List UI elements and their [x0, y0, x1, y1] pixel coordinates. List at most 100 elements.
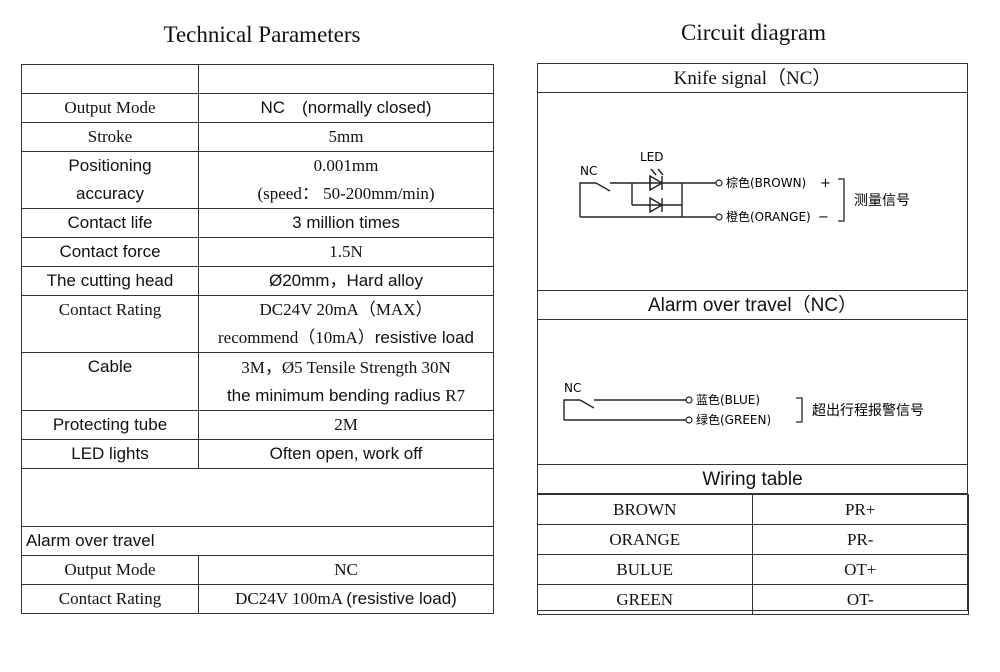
cable-value-line2: the minimum bending radius R7 [203, 382, 489, 410]
led-label: LED [640, 150, 664, 164]
technical-parameters-title: Technical Parameters [163, 22, 361, 47]
cable-label: Cable [21, 352, 199, 411]
protection-diode [649, 196, 664, 214]
technical-parameters-table: Output Mode NC (normally closed) Stroke … [21, 64, 494, 614]
table-row: The cutting head Ø20mm，Hard alloy [21, 266, 494, 296]
orange-wire-label: 橙色(ORANGE) [726, 209, 811, 224]
led-lights-label: LED lights [21, 439, 199, 469]
output-mode-label: Output Mode [21, 93, 199, 123]
brown-wire-label: 棕色(BROWN) [726, 175, 806, 190]
signal-bracket [838, 178, 845, 222]
table-row: Output Mode NC (normally closed) [21, 93, 494, 123]
cable-value: 3M，Ø5 Tensile Strength 30N the minimum b… [198, 352, 494, 411]
table-row: Contact Rating DC24V 20mA（MAX） recommend… [21, 295, 494, 353]
contact-rating-value-line1: DC24V 20mA（MAX） [259, 300, 433, 319]
contact-rating-recommend: recommend（10mA） [218, 328, 375, 347]
green-wire-label: 绿色(GREEN) [696, 412, 771, 427]
table-row: Contact life 3 million times [21, 208, 494, 238]
output-mode-value: NC (normally closed) [198, 93, 494, 123]
table-row: ORANGE PR- [536, 524, 969, 555]
alarm-nc-switch [579, 399, 595, 409]
alarm-contact-rating-value: DC24V 100mA (resistive load) [198, 584, 494, 614]
alarm-contact-rating-label: Contact Rating [21, 584, 199, 614]
contact-life-value: 3 million times [198, 208, 494, 238]
brown-terminal [715, 179, 723, 187]
table-row: Output Mode NC [21, 555, 494, 585]
alarm-over-travel-heading: Alarm over travel [21, 526, 494, 556]
contact-rating-value: DC24V 20mA（MAX） recommend（10mA）resistive… [198, 295, 494, 353]
table-row [21, 468, 494, 527]
empty-cell [21, 468, 494, 527]
cable-bending-radius: the minimum bending radius [226, 385, 446, 405]
alarm-output-mode-value: NC [198, 555, 494, 585]
knife-signal-heading: Knife signal（NC） [538, 64, 967, 93]
contact-force-value: 1.5N [198, 237, 494, 267]
blue-wire-label: 蓝色(BLUE) [696, 393, 760, 407]
led-lights-value: Often open, work off [198, 439, 494, 469]
wire-color: BROWN [536, 494, 753, 525]
cutting-head-label: The cutting head [21, 266, 199, 296]
circuit-diagram-box: Knife signal（NC） [536, 63, 969, 615]
empty-cell [198, 64, 494, 94]
wire-color: BULUE [536, 554, 753, 585]
alarm-rating-load: (resistive load) [346, 589, 457, 608]
contact-force-label: Contact force [21, 237, 199, 267]
positioning-label-line1: Positioning [68, 156, 152, 175]
alarm-signal-bracket [796, 397, 803, 423]
measurement-signal-label: 测量信号 [854, 193, 910, 209]
wire-signal: OT- [752, 584, 969, 615]
contact-rating-load: resistive load [374, 328, 474, 347]
table-row: Alarm over travel [21, 526, 494, 556]
positioning-value-line2: (speed： 50-200mm/min) [257, 184, 435, 203]
cable-value-line1: 3M，Ø5 Tensile Strength 30N [241, 357, 451, 377]
wiring-table: BROWN PR+ ORANGE PR- BULUE OT+ GREEN OT- [536, 494, 969, 615]
protecting-tube-value: 2M [198, 410, 494, 440]
cutting-head-value: Ø20mm，Hard alloy [198, 266, 494, 296]
wire-signal: PR- [752, 524, 969, 555]
table-row: Positioning accuracy 0.001mm (speed： 50-… [21, 151, 494, 209]
table-row: Contact force 1.5N [21, 237, 494, 267]
wire-signal: PR+ [752, 494, 969, 525]
alarm-output-mode-label: Output Mode [21, 555, 199, 585]
protecting-tube-label: Protecting tube [21, 410, 199, 440]
wire-signal: OT+ [752, 554, 969, 585]
contact-rating-value-line2: recommend（10mA）resistive load [203, 324, 489, 352]
table-row [21, 64, 494, 94]
knife-circuit-svg: NC LED 棕色(BROWN) + 橙色(ORANGE) − 测量信号 [579, 150, 910, 225]
table-row: Contact Rating DC24V 100mA (resistive lo… [21, 584, 494, 614]
alarm-diagram: NC 蓝色(BLUE) 绿色(GREEN) 超出行程报警信号 [538, 320, 967, 465]
table-row: LED lights Often open, work off [21, 439, 494, 469]
stroke-value: 5mm [198, 122, 494, 152]
empty-cell [21, 64, 199, 94]
table-row: Protecting tube 2M [21, 410, 494, 440]
table-row: GREEN OT- [536, 584, 969, 615]
alarm-signal-label: 超出行程报警信号 [812, 403, 924, 419]
nc-label: NC [580, 164, 597, 178]
table-row: BULUE OT+ [536, 554, 969, 585]
contact-rating-label: Contact Rating [21, 295, 199, 353]
wire-color: GREEN [536, 584, 753, 615]
cable-radius-value: R7 [445, 385, 466, 405]
positioning-label-line2: accuracy [75, 184, 145, 203]
nc-switch-contact [595, 182, 611, 192]
table-row: BROWN PR+ [536, 494, 969, 525]
table-row: Stroke 5mm [21, 122, 494, 152]
wiring-table-heading: Wiring table [538, 465, 967, 494]
knife-signal-diagram: NC LED 棕色(BROWN) + 橙色(ORANGE) − 测量信号 [538, 93, 967, 291]
plus-sign: + [820, 176, 831, 191]
contact-life-label: Contact life [21, 208, 199, 238]
blue-terminal [685, 396, 693, 404]
circuit-diagram-title: Circuit diagram [681, 20, 826, 45]
alarm-circuit-svg: NC 蓝色(BLUE) 绿色(GREEN) 超出行程报警信号 [563, 381, 924, 427]
minus-sign: − [818, 210, 829, 225]
alarm-rating-current: DC24V 100mA [235, 589, 347, 608]
positioning-accuracy-label: Positioning accuracy [21, 151, 199, 209]
orange-terminal [715, 213, 723, 221]
table-row: Cable 3M，Ø5 Tensile Strength 30N the min… [21, 352, 494, 411]
wire-color: ORANGE [536, 524, 753, 555]
led-diode [649, 168, 664, 192]
stroke-label: Stroke [21, 122, 199, 152]
alarm-nc-label: NC [564, 381, 581, 395]
positioning-value-line1: 0.001mm [313, 156, 379, 175]
positioning-accuracy-value: 0.001mm (speed： 50-200mm/min) [198, 151, 494, 209]
